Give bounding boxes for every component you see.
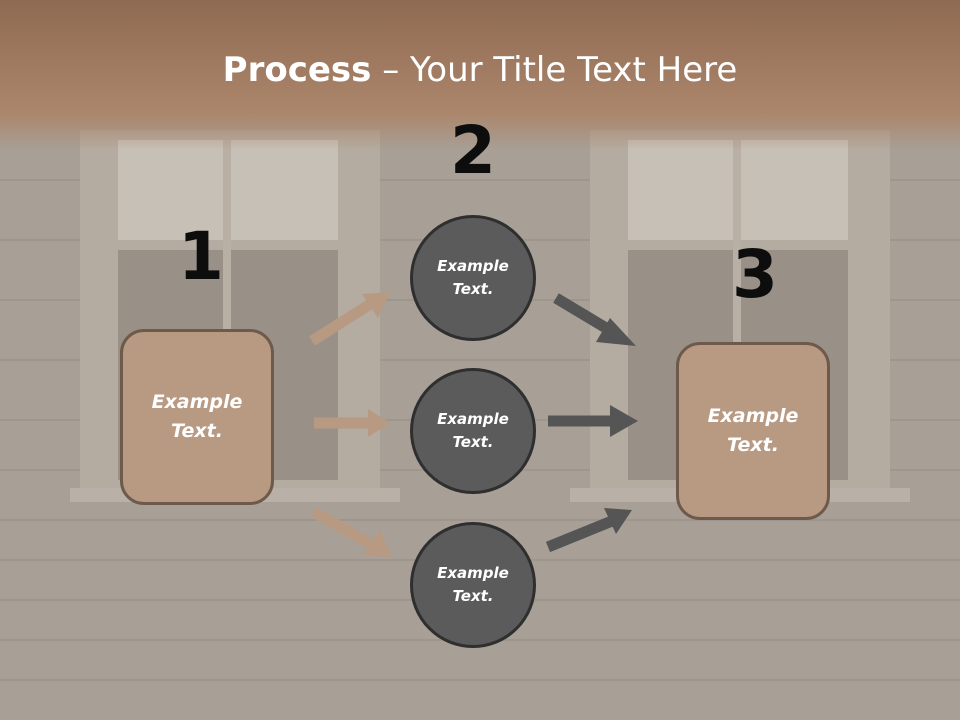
slide-title: Process – Your Title Text Here bbox=[0, 50, 960, 90]
circle-bottom-text: Example Text. bbox=[437, 564, 509, 605]
circle-bottom[interactable]: Example Text. bbox=[410, 522, 536, 648]
arrowhead-left-bottom bbox=[364, 530, 392, 557]
arrow-left-bottom bbox=[311, 507, 377, 551]
left-step-box[interactable]: Example Text. bbox=[120, 329, 274, 505]
arrowhead-left-top bbox=[362, 292, 390, 318]
arrowhead-right-bottom bbox=[604, 508, 632, 534]
left-step-box-text: Example Text. bbox=[151, 391, 243, 442]
arrowhead-left-middle bbox=[368, 409, 390, 437]
circle-top-text: Example Text. bbox=[437, 257, 509, 298]
circle-middle-text: Example Text. bbox=[437, 410, 509, 451]
circle-middle[interactable]: Example Text. bbox=[410, 368, 536, 494]
arrowhead-right-middle bbox=[610, 405, 638, 437]
right-step-box[interactable]: Example Text. bbox=[676, 342, 830, 520]
title-bold: Process bbox=[222, 50, 372, 90]
arrowhead-right-top bbox=[596, 318, 636, 346]
arrow-right-bottom bbox=[545, 515, 615, 553]
step-number-3: 3 bbox=[732, 236, 778, 313]
step-number-2: 2 bbox=[450, 112, 496, 189]
circle-top[interactable]: Example Text. bbox=[410, 215, 536, 341]
right-step-box-text: Example Text. bbox=[707, 405, 799, 456]
title-dash: – bbox=[371, 50, 411, 90]
title-rest: Your Title Text Here bbox=[410, 50, 738, 90]
step-number-1: 1 bbox=[178, 218, 224, 295]
arrow-left-top bbox=[309, 298, 375, 346]
